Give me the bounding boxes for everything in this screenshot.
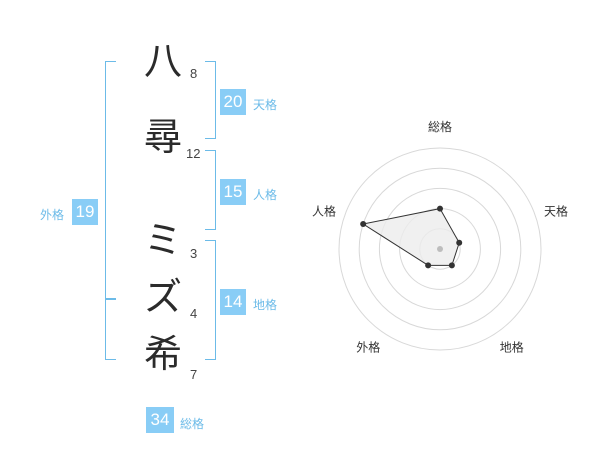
radar-point-1 <box>437 205 443 212</box>
tenkaku-label: 天格 <box>253 98 278 112</box>
stroke-count-3: 3 <box>190 246 198 261</box>
name-char-3: ミ <box>144 218 183 262</box>
stroke-count-4: 4 <box>190 306 198 321</box>
radar-ring-1 <box>419 228 461 270</box>
stroke-count-2: 12 <box>186 146 201 161</box>
name-char-2: 尋 <box>144 115 183 159</box>
radar-axis-label-3: 地格 <box>500 340 524 355</box>
radar-point-5 <box>360 221 367 228</box>
tenkaku-badge: 20 <box>220 89 246 115</box>
name-char-4: ズ <box>144 275 183 319</box>
chikaku-badge: 14 <box>220 289 246 315</box>
radar-axis-label-4: 外格 <box>356 340 380 355</box>
chikaku-bracket <box>205 240 216 360</box>
radar-ring-2 <box>399 208 481 290</box>
jinkaku-badge: 15 <box>220 179 246 205</box>
soukaku-label: 総格 <box>180 417 205 431</box>
chikaku-label: 地格 <box>253 298 278 312</box>
radar-axis-label-2: 天格 <box>544 203 568 218</box>
name-char-5: 希 <box>144 332 183 376</box>
gaikaku-label: 外格 <box>40 208 65 222</box>
radar-point-4 <box>425 262 432 269</box>
radar-ring-3 <box>378 187 502 311</box>
gaikaku-badge: 19 <box>72 199 98 225</box>
tenkaku-bracket <box>205 61 216 139</box>
radar-ring-4 <box>358 167 522 331</box>
name-char-1: 八 <box>144 39 183 83</box>
radar-point-2 <box>456 239 463 246</box>
gaikaku-bracket-tick <box>105 298 116 300</box>
radar-point-3 <box>448 262 455 269</box>
stroke-count-1: 8 <box>190 66 198 81</box>
jinkaku-bracket <box>205 150 216 230</box>
radar-axis-label-1: 総格 <box>428 119 452 134</box>
jinkaku-label: 人格 <box>253 188 278 202</box>
radar-ring-5 <box>338 147 542 351</box>
radar-center-dot <box>437 246 443 252</box>
radar-data-polygon <box>361 208 460 266</box>
gaikaku-bracket <box>105 61 116 360</box>
radar-axis-label-5: 人格 <box>312 203 336 218</box>
soukaku-badge: 34 <box>146 407 174 433</box>
stroke-count-5: 7 <box>190 367 198 382</box>
